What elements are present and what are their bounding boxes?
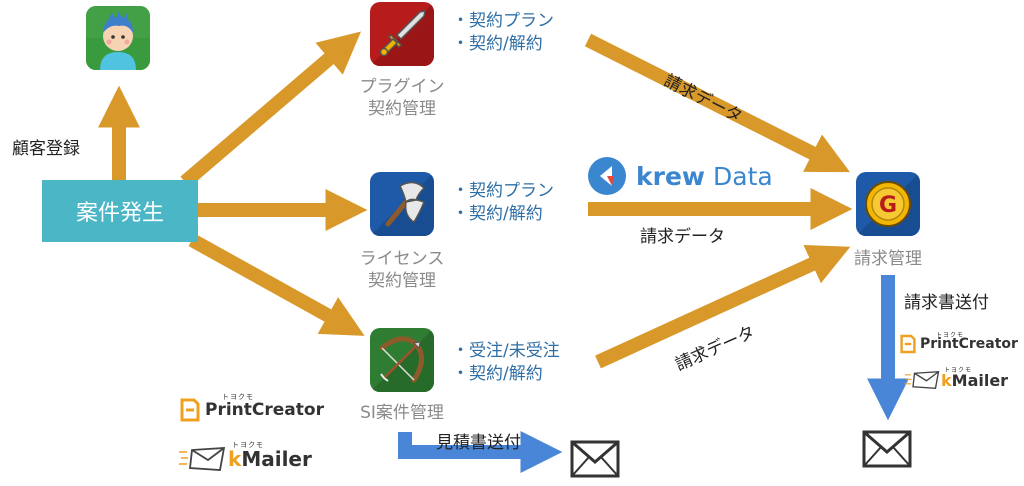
invoice-send-label: 請求書送付	[904, 293, 989, 313]
customer-registration-label: 顧客登録	[12, 139, 80, 159]
si-bullets: ・受注/未受注 ・契約/解約	[452, 340, 560, 386]
svg-text:G: G	[879, 193, 897, 218]
arrow-start-to-plugin	[180, 31, 362, 188]
printcreator-name-small: PrintCreator	[920, 336, 1018, 352]
si-bullet-1: ・受注/未受注	[452, 341, 560, 361]
printcreator-ruby-small: トヨクモ	[936, 332, 965, 339]
coin-icon: G	[856, 172, 920, 236]
mail-envelope-icon	[570, 440, 620, 478]
license-contract-label: ライセンス 契約管理	[350, 248, 454, 292]
arrow-si-to-billing	[595, 245, 851, 369]
kmailer-ruby: トヨクモ	[232, 441, 264, 449]
kmailer-envelope-icon-small	[904, 371, 940, 389]
kmailer-rest-small: Mailer	[951, 370, 1009, 390]
printcreator-ruby: トヨクモ	[222, 393, 254, 401]
kmailer-ruby-small: トヨクモ	[944, 367, 973, 374]
sword-icon	[370, 2, 434, 66]
si-project-label: SI案件管理	[360, 403, 444, 423]
krewdata-logo: krew Data	[586, 155, 773, 197]
kmailer-k-small: k	[941, 370, 952, 390]
printcreator-icon	[180, 398, 200, 422]
plugin-bullet-1: ・契約プラン	[452, 11, 554, 31]
axe-icon	[370, 172, 434, 236]
plugin-label-line1: プラグイン	[359, 77, 445, 97]
krewdata-logo-icon	[588, 157, 626, 195]
printcreator-logo-left: PrintCreator	[180, 398, 324, 422]
license-bullet-2: ・契約/解約	[452, 204, 543, 224]
arrow-start-to-si	[188, 233, 365, 336]
si-bullet-2: ・契約/解約	[452, 364, 543, 384]
estimate-send-label: 見積書送付	[436, 433, 521, 453]
kmailer-k: k	[228, 447, 242, 471]
mail-envelope-icon-right	[862, 430, 912, 468]
printcreator-logo-right: PrintCreator	[900, 334, 1018, 354]
krew-data-text: Data	[713, 161, 773, 191]
arrow-si-to-mail	[398, 431, 563, 473]
arrow-plugin-to-billing	[584, 33, 851, 173]
license-bullets: ・契約プラン ・契約/解約	[452, 180, 554, 226]
kmailer-logo-right: k Mailer	[904, 370, 1008, 390]
kmailer-rest: Mailer	[241, 447, 312, 471]
plugin-label-line2: 契約管理	[368, 99, 436, 119]
license-label-line2: 契約管理	[368, 271, 436, 291]
customer-avatar-icon	[86, 6, 150, 70]
license-billing-data-label: 請求データ	[640, 227, 725, 247]
printcreator-name: PrintCreator	[205, 400, 324, 420]
plugin-bullet-2: ・契約/解約	[452, 34, 543, 54]
kmailer-logo-left: k Mailer	[178, 446, 312, 472]
kmailer-envelope-icon	[179, 447, 226, 471]
krew-brand-text: krew	[636, 161, 706, 191]
plugin-bullets: ・契約プラン ・契約/解約	[452, 10, 554, 56]
bow-arrow-icon	[370, 328, 434, 392]
license-bullet-1: ・契約プラン	[452, 181, 554, 201]
plugin-contract-label: プラグイン 契約管理	[350, 76, 454, 120]
billing-management-label: 請求管理	[854, 249, 922, 269]
printcreator-icon-small	[900, 334, 916, 354]
start-node: 案件発生	[42, 180, 198, 242]
license-label-line1: ライセンス	[359, 249, 445, 269]
